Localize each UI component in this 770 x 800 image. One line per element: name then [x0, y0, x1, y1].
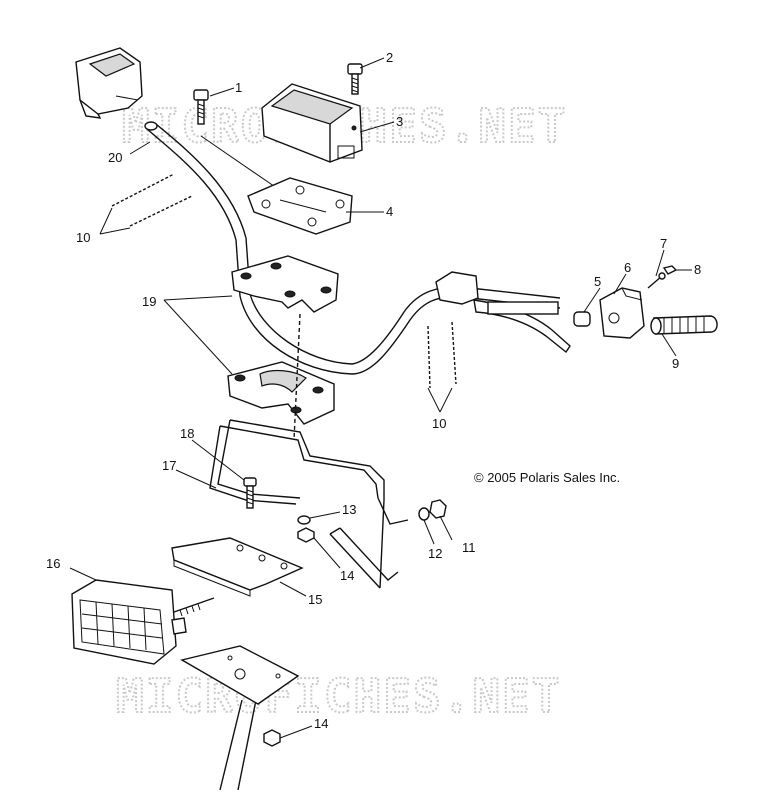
nut-14: [297, 527, 315, 543]
callout-2: 2: [386, 50, 393, 65]
headlight-bracket-frame: [209, 419, 409, 589]
bolt-18: [243, 477, 257, 509]
callout-6: 6: [624, 260, 631, 275]
handlebar-clamp-lower: [227, 361, 335, 425]
bolt-1: [193, 89, 209, 125]
callout-17: 17: [162, 458, 176, 473]
cable-ties-left: [111, 173, 193, 227]
callout-16: 16: [46, 556, 60, 571]
handlebar-cover: [261, 83, 363, 163]
callout-13: 13: [342, 502, 356, 517]
callout-7: 7: [660, 236, 667, 251]
mounting-plate-bottom: [180, 645, 300, 705]
washer-12: [418, 507, 430, 521]
callout-5: 5: [594, 274, 601, 289]
callout-1: 1: [235, 80, 242, 95]
leader-lines: [69, 57, 692, 739]
callout-20: 20: [108, 150, 122, 165]
throttle-screw: [647, 272, 666, 289]
copyright-notice: © 2005 Polaris Sales Inc.: [474, 470, 620, 485]
headlight: [71, 579, 215, 665]
callout-10-right: 10: [432, 416, 446, 431]
callout-19: 19: [142, 294, 156, 309]
bolt-2: [347, 63, 363, 95]
throttle-screw-nut: [662, 265, 678, 275]
callout-9: 9: [672, 356, 679, 371]
steering-post: [219, 313, 301, 791]
callout-10-left: 10: [76, 230, 90, 245]
throttle-housing: [599, 287, 645, 339]
callout-14-lower: 14: [314, 716, 328, 731]
headlight-pod-cover: [75, 47, 143, 119]
callout-8: 8: [694, 262, 701, 277]
handlebar-clamp-upper: [231, 255, 339, 313]
cable-ties-right: [427, 321, 457, 389]
callout-15: 15: [308, 592, 322, 607]
callout-4: 4: [386, 204, 393, 219]
callout-3: 3: [396, 114, 403, 129]
handlebar-grip: [650, 315, 718, 335]
callout-18: 18: [180, 426, 194, 441]
handlebar-mount-plate: [247, 177, 353, 235]
nut-14-bottom: [263, 729, 281, 747]
callout-12: 12: [428, 546, 442, 561]
callout-14-upper: 14: [340, 568, 354, 583]
throttle-spacer: [573, 311, 591, 327]
brake-lever-assembly: [435, 271, 571, 354]
handlebar: [144, 121, 561, 375]
headlight-mount-bracket: [171, 537, 304, 597]
callout-11: 11: [462, 540, 476, 555]
washer-13: [297, 515, 311, 525]
nut-11: [429, 499, 447, 519]
watermark-bottom: MICROFICHES.NET: [116, 669, 561, 723]
